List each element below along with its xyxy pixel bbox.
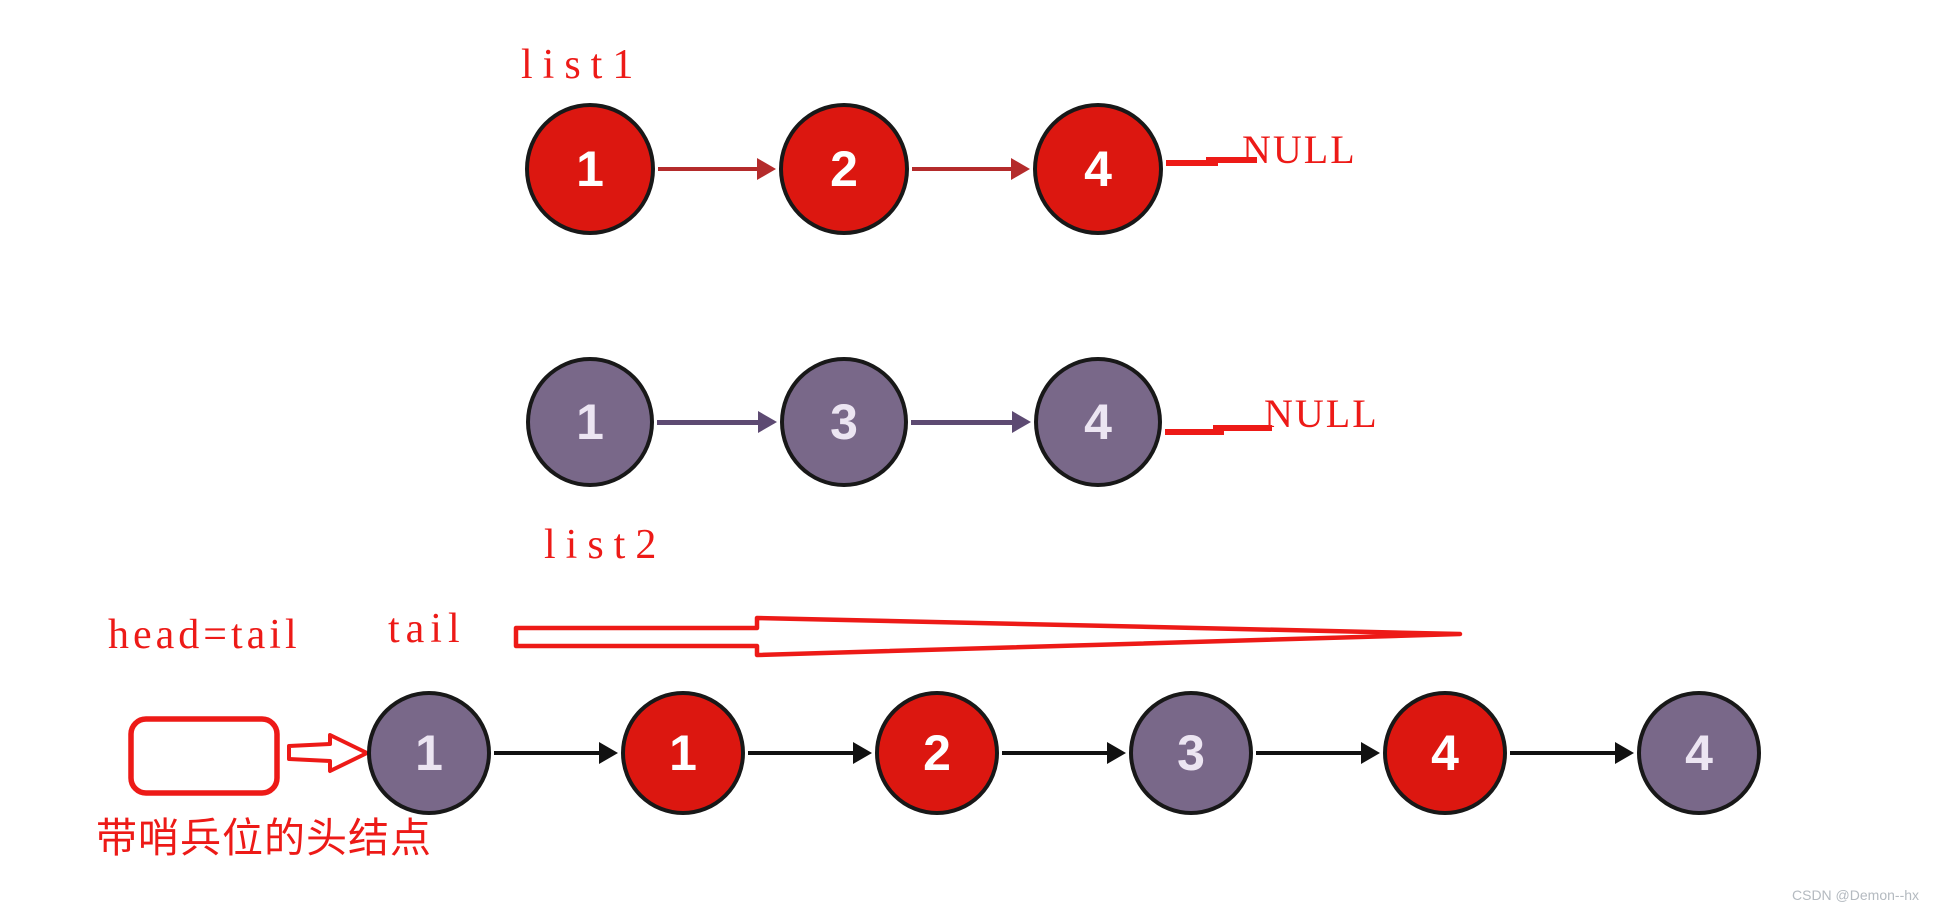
list2-null-label: NULL: [1264, 391, 1379, 436]
merged-next-pointer-arrowhead: [1107, 742, 1126, 764]
merged-next-pointer-arrowhead: [599, 742, 618, 764]
merged-next-pointer-line: [1256, 751, 1363, 755]
merged-node-1-value-1: 1: [621, 691, 745, 815]
list1-next-pointer-arrowhead: [1011, 158, 1030, 180]
merged-node-3-value-3: 3: [1129, 691, 1253, 815]
merged-node-5-value-4: 4: [1637, 691, 1761, 815]
merged-node-0-value-1: 1: [367, 691, 491, 815]
merged-next-pointer-arrowhead: [1615, 742, 1634, 764]
merged-node-4-value-4: 4: [1383, 691, 1507, 815]
list2-next-pointer-arrowhead: [758, 411, 777, 433]
list1-node-1-value-2: 2: [779, 103, 909, 235]
merged-next-pointer-line: [1510, 751, 1617, 755]
merged-next-pointer-line: [494, 751, 601, 755]
list2-next-pointer-line: [657, 419, 760, 425]
list1-next-pointer-arrowhead: [757, 158, 776, 180]
list1-node-2-value-4: 4: [1033, 103, 1163, 235]
list1-node-0-value-1: 1: [525, 103, 655, 235]
merged-next-pointer-arrowhead: [853, 742, 872, 764]
list1-label: list1: [521, 42, 644, 88]
merged-next-pointer-arrowhead: [1361, 742, 1380, 764]
list2-node-0-value-1: 1: [526, 357, 654, 487]
merged-next-pointer-line: [1002, 751, 1109, 755]
list2-node-2-value-4: 4: [1034, 357, 1162, 487]
merged-next-pointer-line: [748, 751, 855, 755]
list2-node-1-value-3: 3: [780, 357, 908, 487]
tail-label: tail: [388, 606, 466, 652]
csdn-watermark: CSDN @Demon--hx: [1792, 887, 1920, 903]
list2-next-pointer-arrowhead: [1012, 411, 1031, 433]
list2-label: list2: [544, 522, 667, 568]
list1-null-label: NULL: [1242, 127, 1357, 172]
head-tail-label: head=tail: [108, 612, 301, 658]
merged-node-2-value-2: 2: [875, 691, 999, 815]
sentinel-caption: 带哨兵位的头结点: [96, 815, 432, 861]
list1-next-pointer-line: [658, 167, 759, 171]
list1-next-pointer-line: [912, 167, 1013, 171]
list2-next-pointer-line: [911, 419, 1014, 425]
